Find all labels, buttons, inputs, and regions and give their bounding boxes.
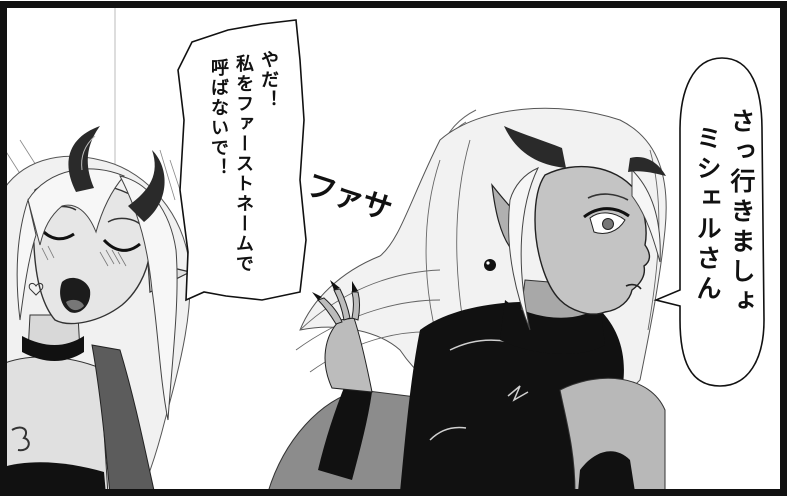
earring [484,259,496,271]
left-hair-front [16,168,178,421]
left-eyebrow [107,217,141,225]
heart-icon [28,282,44,296]
right-horn [628,156,666,176]
left-blush [41,245,127,267]
right-sleeve [578,451,635,492]
left-closed-eye [102,238,141,252]
right-iris [602,218,614,230]
left-outfit [0,462,106,495]
left-horn [68,126,100,192]
left-tattoo [11,426,30,452]
bubble-text-column: 呼ばないで！ [208,58,229,178]
bubble-text-column: さっ行きましょ [727,108,756,318]
right-fingers [317,288,360,325]
left-choker [22,336,84,361]
right-character [267,107,667,493]
speech-bubble-left [177,19,307,302]
horn-highlight [81,135,96,171]
right-eyebrow [587,193,629,201]
right-horn [504,126,566,168]
bubble-text-column: やだ！ [258,50,279,110]
speech-bubble-right [653,57,765,387]
right-arm-glove [318,385,372,480]
earring-shine [486,261,490,265]
left-character [0,126,192,496]
bubble-text-column: ミシェルさん [693,125,722,305]
black-nails [312,280,358,300]
right-mouth [625,283,642,290]
left-horn [128,150,165,222]
left-tongue [66,299,84,311]
bubble-text-column: 私をファーストネームで [233,54,254,274]
right-eyelash [583,207,630,219]
right-hair-front [508,167,661,331]
